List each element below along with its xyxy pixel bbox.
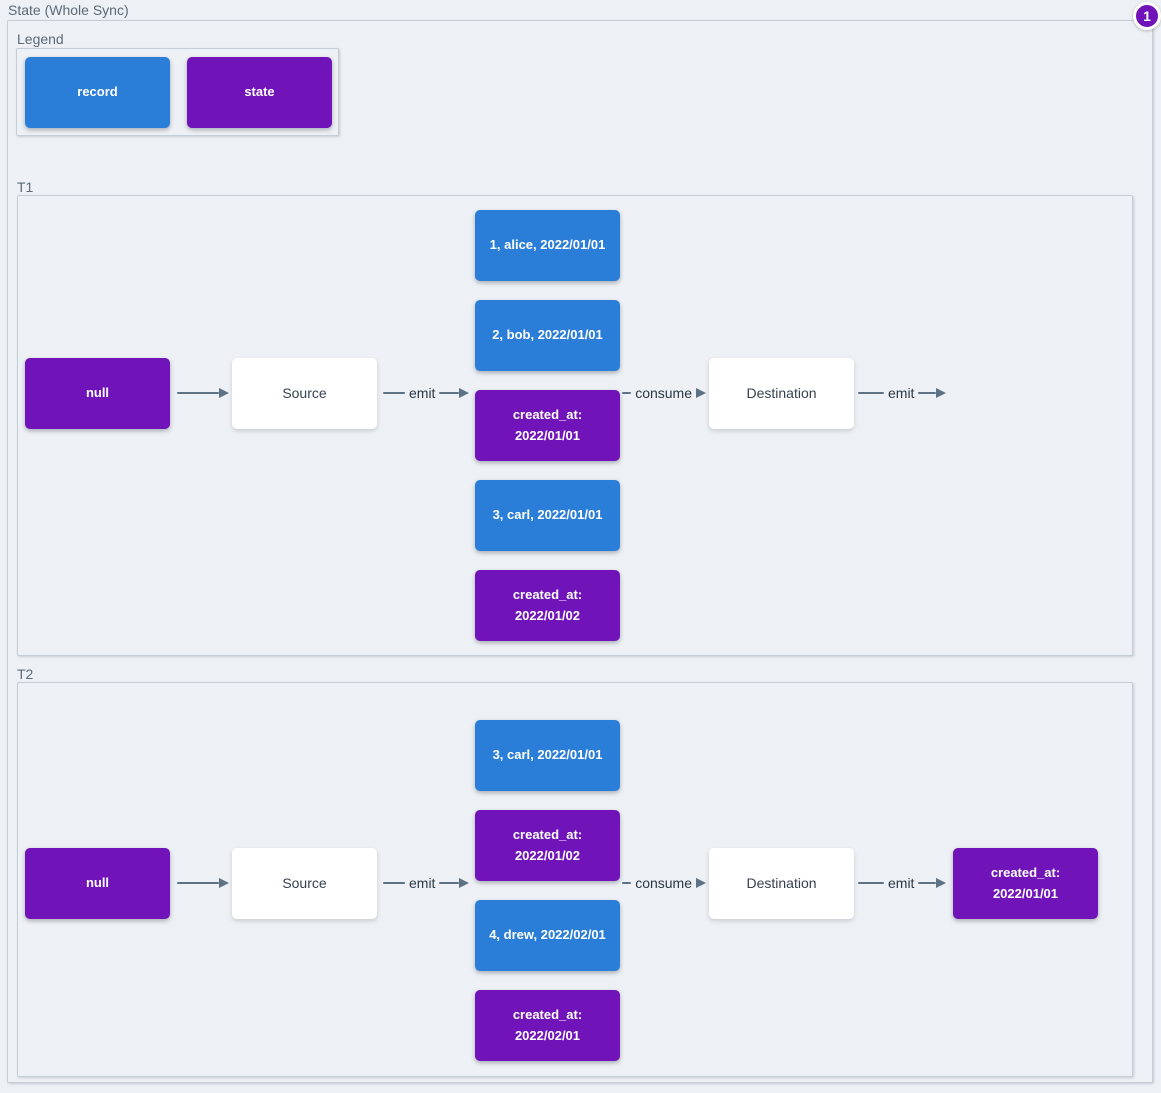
- stack-node: created_at: 2022/01/02: [475, 570, 620, 641]
- edge-emit-in: emit: [383, 385, 469, 401]
- diagram-title: State (Whole Sync): [8, 2, 129, 18]
- arrowhead-icon: [219, 388, 229, 398]
- arrowhead-icon: [696, 388, 706, 398]
- edge-label: emit: [409, 385, 436, 401]
- stack-node: 3, carl, 2022/01/01: [475, 480, 620, 551]
- section-t2-label: T2: [17, 666, 34, 682]
- edge-line: [439, 391, 459, 395]
- node-source: Source: [232, 358, 377, 429]
- edge-line: [439, 881, 459, 885]
- node-output-state: created_at: 2022/01/01: [953, 848, 1098, 919]
- state-whole-sync-container: [7, 20, 1153, 1083]
- legend-container: [16, 48, 339, 136]
- edge-line: [858, 391, 884, 395]
- node-destination: Destination: [709, 848, 854, 919]
- badge-count: 1: [1133, 2, 1161, 30]
- edge-line: [177, 881, 219, 885]
- edge-line: [383, 391, 405, 395]
- stack-node: 1, alice, 2022/01/01: [475, 210, 620, 281]
- legend-item-record: record: [25, 57, 170, 128]
- section-t2-container: [17, 682, 1133, 1077]
- edge-line: [918, 391, 936, 395]
- node-source: Source: [232, 848, 377, 919]
- edge-line: [177, 391, 219, 395]
- section-t1-container: [17, 195, 1133, 656]
- node-destination: Destination: [709, 358, 854, 429]
- stack-node: created_at: 2022/02/01: [475, 990, 620, 1061]
- edge-consume: consume: [622, 385, 706, 401]
- stack-node: 3, carl, 2022/01/01: [475, 720, 620, 791]
- node-null: null: [25, 358, 170, 429]
- arrowhead-icon: [219, 878, 229, 888]
- edge-line: [858, 881, 884, 885]
- legend-label: Legend: [17, 31, 64, 47]
- edge-label: consume: [635, 385, 692, 401]
- edge-emit-out: emit: [858, 385, 946, 401]
- stack-node: 4, drew, 2022/02/01: [475, 900, 620, 971]
- edge-line: [622, 881, 632, 885]
- edge-label: consume: [635, 875, 692, 891]
- edge-emit-in: emit: [383, 875, 469, 891]
- edge-emit-out: emit: [858, 875, 946, 891]
- arrowhead-icon: [696, 878, 706, 888]
- edge-line: [622, 391, 632, 395]
- edge-line: [918, 881, 936, 885]
- arrowhead-icon: [459, 388, 469, 398]
- node-null: null: [25, 848, 170, 919]
- stack-node: created_at: 2022/01/01: [475, 390, 620, 461]
- legend-item-state: state: [187, 57, 332, 128]
- edge-label: emit: [888, 385, 915, 401]
- stack-node: created_at: 2022/01/02: [475, 810, 620, 881]
- arrowhead-icon: [936, 878, 946, 888]
- edge-label: emit: [409, 875, 436, 891]
- edge-line: [383, 881, 405, 885]
- stack-node: 2, bob, 2022/01/01: [475, 300, 620, 371]
- arrowhead-icon: [459, 878, 469, 888]
- section-t1-label: T1: [17, 179, 34, 195]
- edge-label: emit: [888, 875, 915, 891]
- edge-null-to-source: [177, 877, 229, 889]
- edge-consume: consume: [622, 875, 706, 891]
- arrowhead-icon: [936, 388, 946, 398]
- edge-null-to-source: [177, 387, 229, 399]
